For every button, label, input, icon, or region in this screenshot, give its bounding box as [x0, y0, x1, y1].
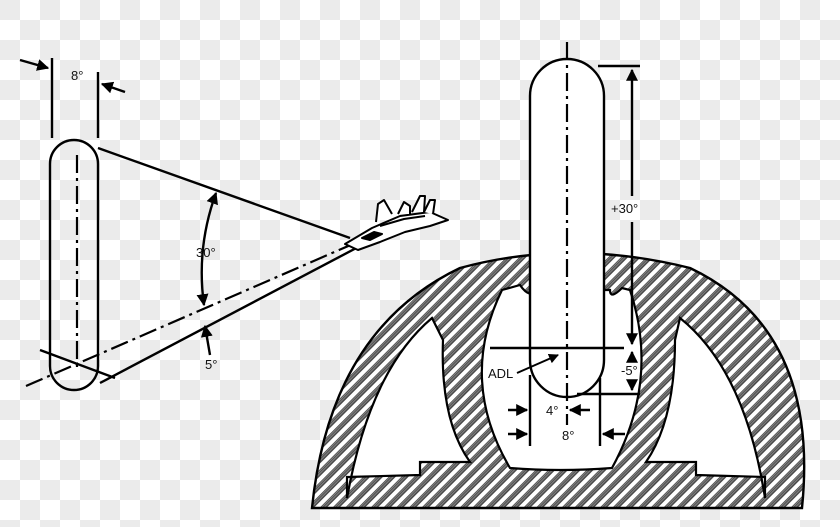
adl-label: ADL [488, 366, 513, 381]
right-front-view: +30° -5° ADL 4° 8° [310, 42, 806, 510]
upper-sight-line [97, 146, 351, 240]
fighter-jet-icon [344, 195, 449, 251]
width-label: 8° [71, 68, 83, 83]
outer-width-label: 8° [562, 428, 574, 443]
elevation-label: 30° [196, 245, 216, 260]
depression-label: 5° [205, 357, 217, 372]
adl-leader-arrow [516, 354, 559, 374]
inner-width-label: 4° [546, 403, 558, 418]
width-arrow-right [100, 81, 126, 94]
up-angle-label: +30° [611, 201, 638, 216]
elevation-angle-arc [196, 191, 218, 307]
right-cavity [643, 316, 767, 499]
depressed-sight-line [99, 243, 363, 385]
width-arrow-left [19, 58, 50, 71]
hud-combiner-profile [48, 138, 100, 392]
left-side-view: 8° 30° 5° [19, 58, 449, 392]
depression-arrow [200, 324, 213, 356]
left-cavity [345, 316, 473, 499]
down-angle-label: -5° [621, 363, 638, 378]
